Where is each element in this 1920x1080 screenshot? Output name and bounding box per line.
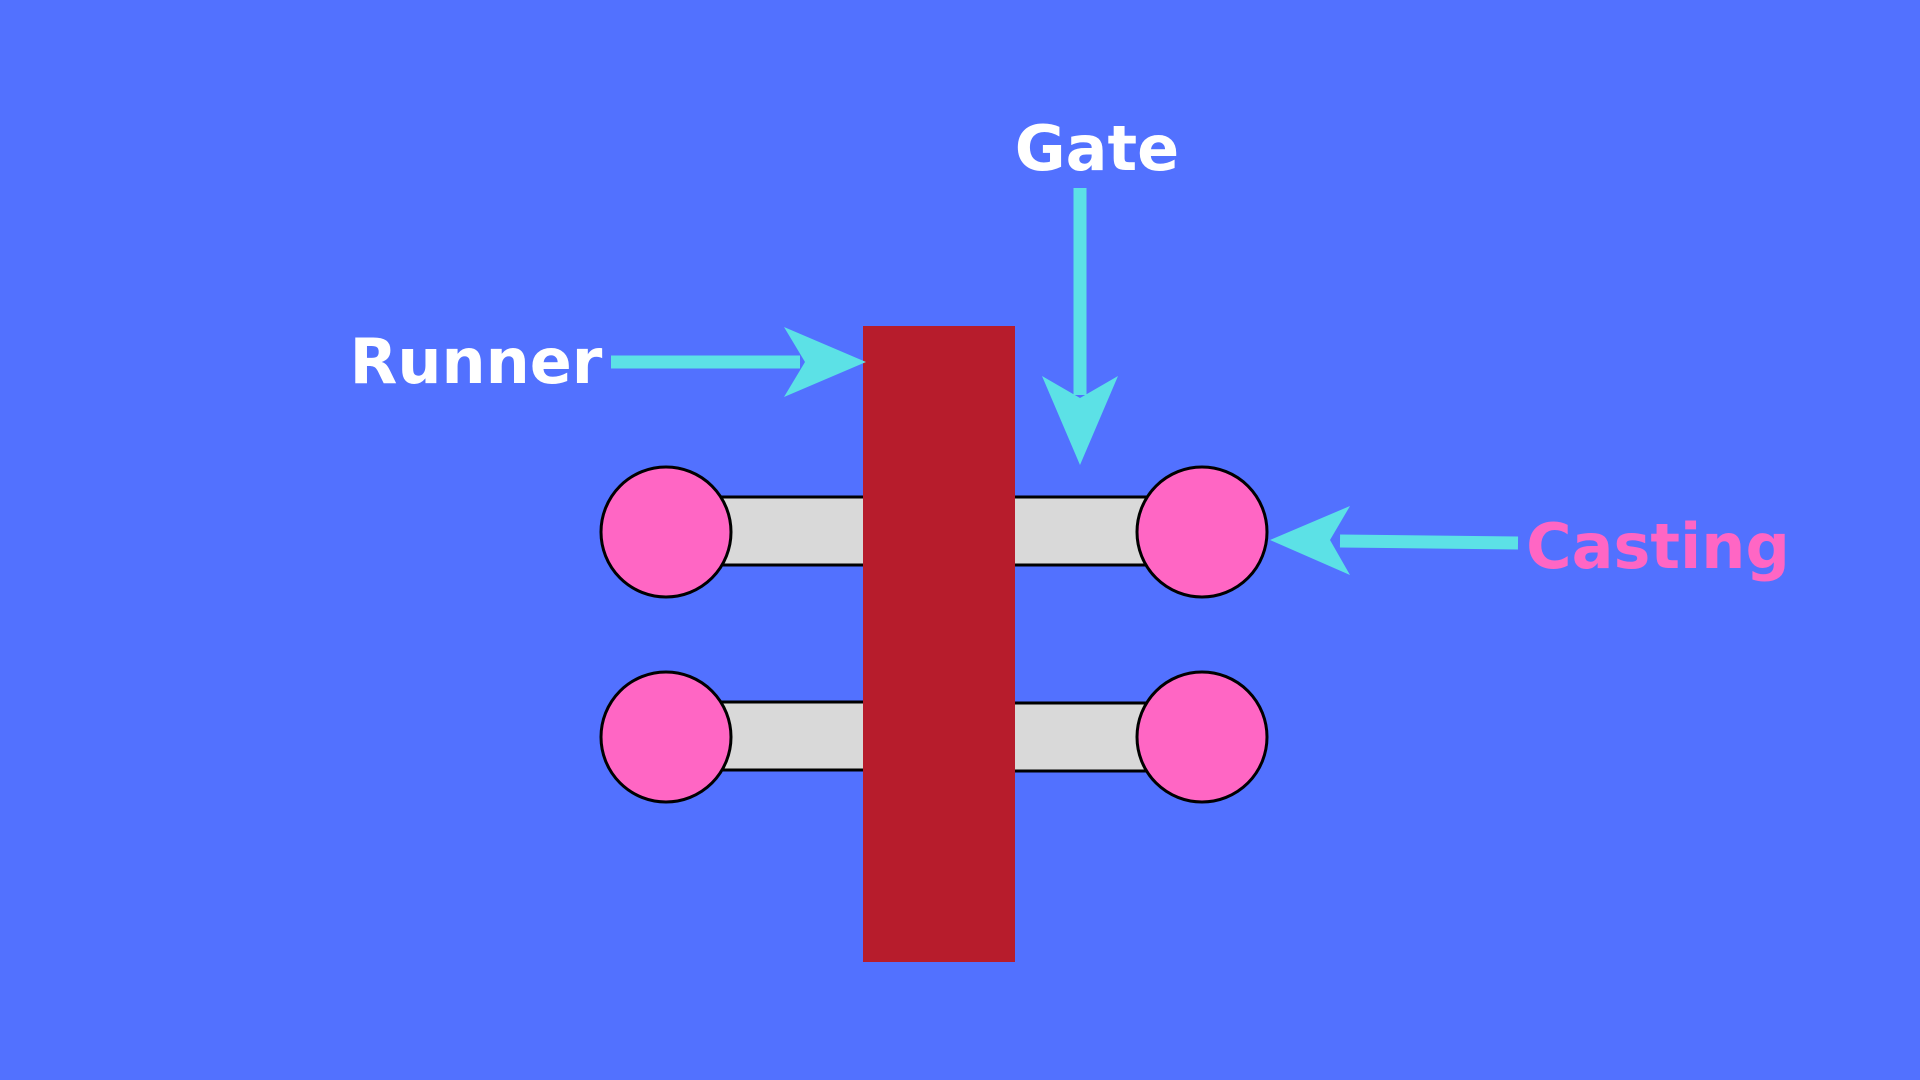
gate-arrow xyxy=(1042,188,1118,465)
casting-bottom-left xyxy=(599,670,733,804)
casting-label: Casting xyxy=(1526,510,1790,583)
casting-top-left xyxy=(599,465,733,599)
runner-bar xyxy=(863,326,1015,962)
gate-label: Gate xyxy=(1015,112,1179,185)
runner-arrow xyxy=(611,327,866,397)
casting-bottom-right xyxy=(1135,670,1269,804)
casting-top-right xyxy=(1135,465,1269,599)
casting-arrow xyxy=(1270,506,1519,575)
runner-label: Runner xyxy=(350,325,603,398)
